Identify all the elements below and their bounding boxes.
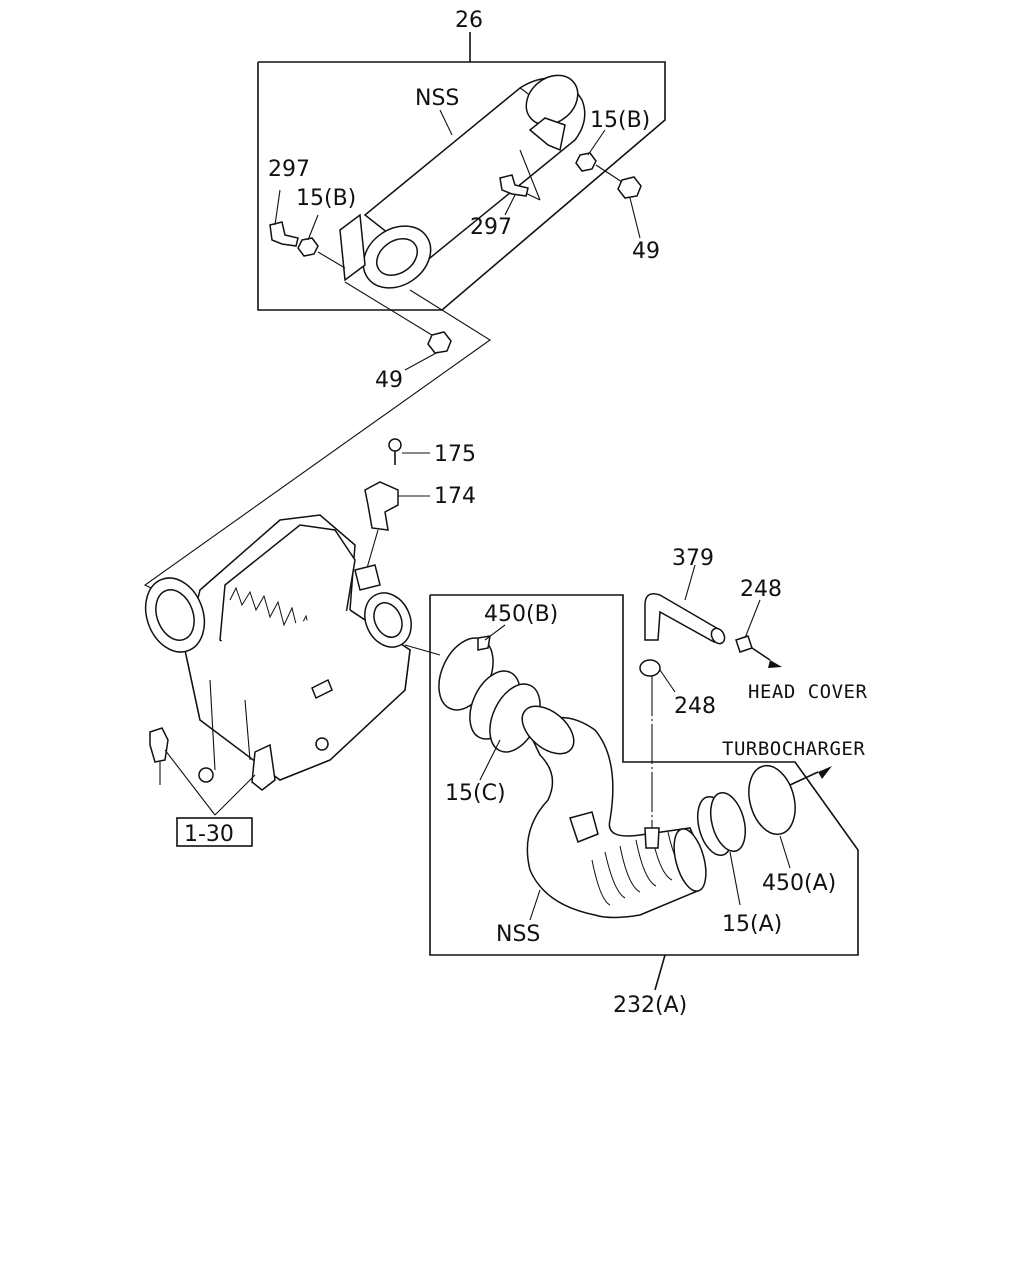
bolt-297-mid bbox=[499, 174, 529, 216]
label-248-top: 248 bbox=[740, 577, 782, 602]
label-nss-top: NSS bbox=[415, 86, 459, 111]
group-26-frame bbox=[257, 32, 666, 311]
label-450a: 450(A) bbox=[762, 871, 836, 896]
label-175: 175 bbox=[434, 442, 476, 467]
clamp-248-mid bbox=[639, 659, 676, 849]
label-379: 379 bbox=[672, 546, 714, 571]
label-297-mid: 297 bbox=[470, 215, 512, 240]
air-cleaner-assembly bbox=[144, 514, 441, 791]
vent-hose-379 bbox=[644, 564, 726, 645]
label-15c: 15(C) bbox=[445, 781, 506, 806]
label-15b-right: 15(B) bbox=[590, 108, 650, 133]
label-450b: 450(B) bbox=[484, 602, 558, 627]
label-248-mid: 248 bbox=[674, 694, 716, 719]
nut-15b-right bbox=[575, 129, 623, 183]
label-297-left: 297 bbox=[268, 157, 310, 182]
upper-intake-duct bbox=[339, 74, 586, 289]
bolt-1-30 bbox=[149, 727, 256, 816]
label-26: 26 bbox=[455, 8, 483, 33]
sensor-174 bbox=[364, 481, 430, 576]
connector-line-nut bbox=[344, 281, 441, 341]
nut-15b-left bbox=[297, 214, 346, 269]
nut-49-left bbox=[404, 331, 452, 371]
label-turbocharger: TURBOCHARGER bbox=[722, 738, 865, 760]
label-15b-left: 15(B) bbox=[296, 186, 356, 211]
group-232a-frame bbox=[429, 594, 859, 991]
label-head-cover: HEAD COVER bbox=[748, 681, 867, 703]
lower-intake-hose bbox=[521, 705, 707, 921]
ref-box-1-30 bbox=[176, 817, 253, 847]
label-232a: 232(A) bbox=[613, 993, 687, 1018]
label-174: 174 bbox=[434, 484, 476, 509]
screw-175 bbox=[388, 438, 430, 465]
label-49-left: 49 bbox=[375, 368, 403, 393]
label-15a: 15(A) bbox=[722, 912, 782, 937]
label-49-right: 49 bbox=[632, 239, 660, 264]
label-1-30: 1-30 bbox=[184, 822, 234, 847]
bolt-297-left bbox=[269, 189, 299, 247]
ring-15a bbox=[696, 791, 747, 906]
clamp-248-top bbox=[735, 599, 782, 668]
label-nss-bottom: NSS bbox=[496, 922, 540, 947]
nut-49-right bbox=[617, 176, 642, 239]
clamp-450a bbox=[748, 764, 832, 869]
